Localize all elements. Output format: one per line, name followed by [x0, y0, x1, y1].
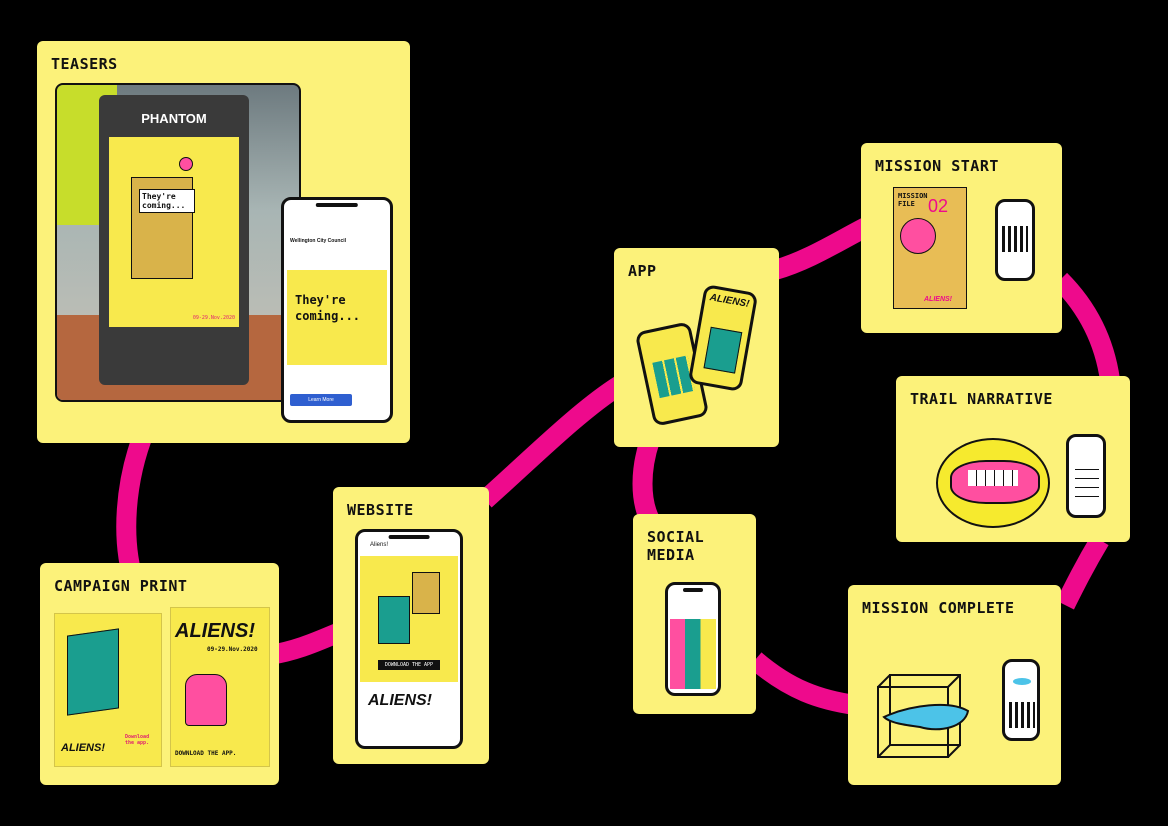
mission-start-phone	[995, 199, 1035, 281]
print-poster-cta: DOWNLOAD THE APP.	[175, 750, 237, 757]
teasers-title: TEASERS	[51, 55, 118, 73]
shelter-poster: They're coming... 09-29.Nov.2020	[109, 137, 239, 327]
download-app-button[interactable]: DOWNLOAD THE APP	[378, 660, 440, 670]
mission-start-card: MISSION START MISSION FILE 02 ALIENS!	[861, 143, 1062, 333]
teasers-phone: Wellington City Council They're coming..…	[281, 197, 393, 423]
social-post-image: They're coming...	[287, 270, 387, 365]
app-phone-front: ALIENS!	[687, 284, 759, 392]
trail-narrative-title: TRAIL NARRATIVE	[910, 390, 1053, 408]
alien-robot-illustration	[185, 674, 227, 726]
print-poster-right: ALIENS! 09-29.Nov.2020 DOWNLOAD THE APP.	[170, 607, 270, 767]
website-card: WEBSITE Aliens! DOWNLOAD THE APP ALIENS!	[333, 487, 489, 764]
qr-code-icon	[1009, 702, 1035, 728]
trail-narrative-card: TRAIL NARRATIVE	[896, 376, 1130, 542]
poster-speech-box: They're coming...	[139, 189, 195, 213]
campaign-print-title: CAMPAIGN PRINT	[54, 577, 188, 595]
mission-file-label: MISSION FILE	[898, 192, 928, 208]
mission-file-logo: ALIENS!	[924, 296, 952, 303]
print-left-cta: Download the app.	[125, 734, 150, 746]
mission-complete-title: MISSION COMPLETE	[862, 599, 1015, 617]
mission-start-title: MISSION START	[875, 157, 999, 175]
mission-file-label-line1: MISSION	[898, 192, 928, 200]
app-title: APP	[628, 262, 657, 280]
mission-complete-card: MISSION COMPLETE	[848, 585, 1061, 785]
print-poster-logo: ALIENS!	[175, 620, 255, 642]
bus-shelter-photo: PHANTOM They're coming... 09-29.Nov.2020	[55, 83, 301, 402]
alien-mouth-illustration	[936, 438, 1050, 528]
social-media-phone	[665, 582, 721, 696]
social-post-text: They're coming...	[295, 293, 361, 323]
social-post-header: Wellington City Council	[290, 238, 347, 244]
print-left-logo: ALIENS!	[61, 742, 105, 754]
website-logo: ALIENS!	[368, 692, 432, 709]
blue-artifact-icon	[1013, 678, 1031, 685]
campaign-print-card: CAMPAIGN PRINT ALIENS! Download the app.…	[40, 563, 279, 785]
narrative-text-lines	[1075, 461, 1099, 501]
mission-file-label-line2: FILE	[898, 200, 915, 208]
website-title: WEBSITE	[347, 501, 414, 519]
shelter-brand: PHANTOM	[141, 111, 207, 126]
social-media-title-line2: MEDIA	[647, 546, 695, 564]
print-poster-date: 09-29.Nov.2020	[207, 646, 258, 653]
website-hero: DOWNLOAD THE APP	[360, 556, 458, 682]
teasers-card: TEASERS PHANTOM They're coming... 09-29.…	[37, 41, 410, 443]
social-media-title-line1: SOCIAL	[647, 528, 705, 546]
app-logo: ALIENS!	[708, 292, 751, 310]
poster-date: 09-29.Nov.2020	[192, 315, 235, 321]
instagram-grid	[670, 619, 716, 689]
learn-more-button[interactable]: Learn More	[290, 394, 352, 406]
browser-bar: Aliens!	[370, 542, 389, 548]
app-card: APP ALIENS!	[614, 248, 779, 447]
website-phone: Aliens! DOWNLOAD THE APP ALIENS!	[355, 529, 463, 749]
mission-file-alien	[900, 218, 936, 254]
mission-file: MISSION FILE 02 ALIENS!	[893, 187, 967, 309]
qr-code-icon	[1002, 226, 1028, 252]
social-media-card: SOCIAL MEDIA	[633, 514, 756, 714]
shelter-frame: PHANTOM They're coming... 09-29.Nov.2020	[99, 95, 249, 385]
mission-complete-phone	[1002, 659, 1040, 741]
social-media-title: SOCIAL MEDIA	[647, 528, 704, 564]
wireframe-cube-icon	[877, 674, 970, 758]
trail-narrative-phone	[1066, 434, 1106, 518]
mission-file-number: 02	[928, 196, 949, 216]
teal-folder	[67, 628, 119, 716]
alien-eye-icon	[179, 157, 193, 171]
print-poster-left: ALIENS! Download the app.	[54, 613, 162, 767]
